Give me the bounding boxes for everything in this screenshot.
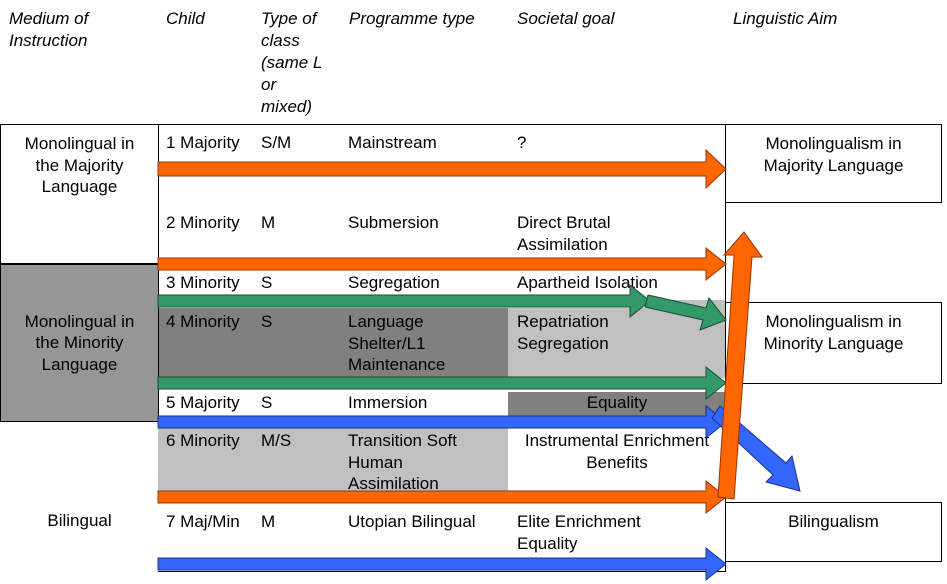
- arrow-row3-segregation: [157, 283, 651, 319]
- arrow-row2-submersion: [157, 246, 727, 282]
- medium-box-bilingual: Bilingual: [47, 511, 112, 530]
- row1-programme: Mainstream: [348, 133, 437, 152]
- row2-child: 2 Minority: [166, 213, 240, 232]
- row1-goal: ?: [517, 133, 527, 152]
- row2-class: M: [261, 213, 276, 232]
- header-societal-goal: Societal goal: [517, 9, 615, 28]
- row2-goal: Direct Brutal Assimilation: [517, 213, 611, 254]
- arrow-row3-to-minority-aim: [644, 294, 727, 331]
- row4-goal: Repatriation Segregation: [517, 312, 609, 353]
- row4-programme: Language Shelter/L1 Maintenance: [348, 312, 446, 374]
- row4-class: S: [261, 312, 273, 331]
- header-medium: Medium of Instruction: [9, 9, 89, 50]
- header-child: Child: [166, 9, 205, 28]
- row2-programme: Submersion: [348, 213, 439, 232]
- arrow-row4-maintenance: [157, 365, 727, 401]
- band-row4-left: [158, 308, 508, 378]
- row7-child: 7 Maj/Min: [166, 512, 240, 531]
- band-row6-left: [158, 428, 508, 492]
- medium-box-majority: Monolingual in the Majority Language: [0, 124, 159, 264]
- band-row5-right: [508, 392, 726, 416]
- arrow-row7-utopian: [157, 546, 727, 582]
- row6-class: M/S: [261, 431, 292, 450]
- row5-programme: Immersion: [348, 393, 428, 412]
- aim-box-bilingual: Bilingualism: [725, 502, 942, 562]
- row1-child: 1 Majority: [166, 133, 240, 152]
- row3-child: 3 Minority: [166, 273, 240, 292]
- row1-class: S/M: [261, 133, 292, 152]
- aim-box-majority: Monolingualism in Majority Language: [725, 124, 942, 203]
- row3-goal: Apartheid Isolation: [517, 273, 658, 292]
- medium-box-minority: Monolingual in the Minority Language: [0, 264, 159, 422]
- arrow-row6-transition: [157, 479, 727, 515]
- arrow-row6-to-majority-aim: [717, 231, 763, 500]
- row7-goal: Elite Enrichment Equality: [517, 512, 641, 553]
- row6-child: 6 Minority: [166, 431, 240, 450]
- row7-class: M: [261, 512, 276, 531]
- aim-box-minority: Monolingualism in Minority Language: [725, 302, 942, 384]
- header-programme-type: Programme type: [349, 9, 475, 28]
- row4-child: 4 Minority: [166, 312, 240, 331]
- header-linguistic-aim: Linguistic Aim: [733, 9, 838, 28]
- row5-child: 5 Majority: [166, 393, 240, 412]
- row7-programme: Utopian Bilingual: [348, 512, 476, 531]
- row6-goal: Instrumental Enrichment Benefits: [524, 431, 710, 472]
- header-type-of-class: Type of class (same L or mixed): [261, 9, 323, 116]
- row6-programme: Transition Soft Human Assimilation: [348, 431, 457, 493]
- row5-goal: Equality: [586, 393, 648, 412]
- arrow-row1-mainstream: [157, 148, 727, 190]
- row3-programme: Segregation: [348, 273, 440, 292]
- row3-class: S: [261, 273, 273, 292]
- band-row4-right: [508, 308, 726, 378]
- row5-class: S: [261, 393, 273, 412]
- arrow-row5-immersion: [157, 404, 727, 440]
